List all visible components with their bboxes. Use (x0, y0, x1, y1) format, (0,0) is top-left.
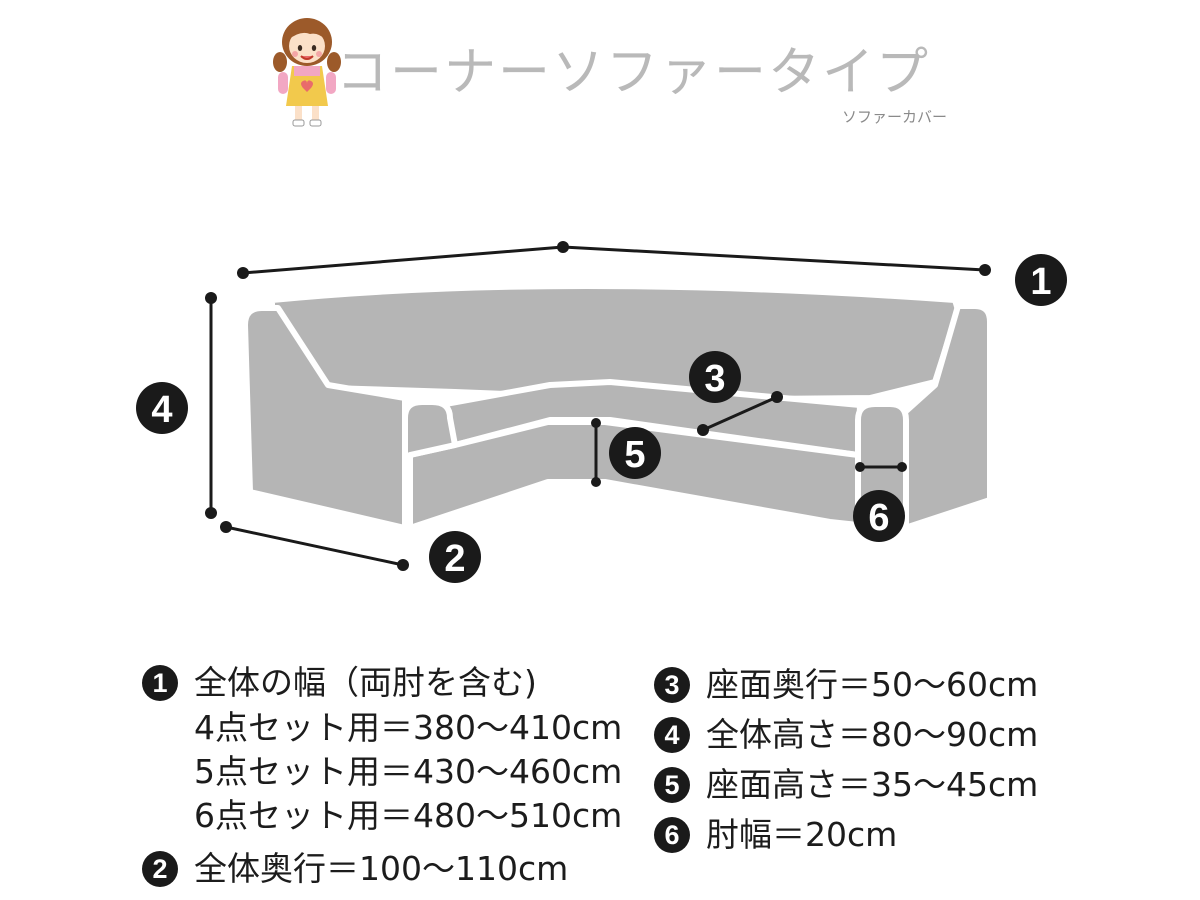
legend-badge-4: 4 (654, 717, 690, 753)
legend-badge-6: 6 (654, 817, 690, 853)
legend-item-1: 1 全体の幅（両肘を含む) (142, 660, 622, 706)
badge-5: 5 (609, 427, 661, 479)
legend-item-5: 5 座面高さ＝35～45cm (654, 760, 1038, 810)
legend-item-3: 3 座面奥行＝50～60cm (654, 660, 1038, 710)
legend-item-6: 6 肘幅＝20cm (654, 810, 1038, 860)
legend-badge-2: 2 (142, 851, 178, 887)
page-subtitle: ソファーカバー (842, 108, 948, 126)
badge-4: 4 (136, 382, 188, 434)
legend-badge-5: 5 (654, 767, 690, 803)
legend-badge-1: 1 (142, 665, 178, 701)
page-title: コーナーソファータイプ (336, 43, 931, 103)
legend-label-4: 全体高さ＝80～90cm (706, 715, 1039, 754)
legend-badge-3: 3 (654, 667, 690, 703)
legend-label-5: 座面高さ＝35～45cm (706, 765, 1039, 804)
legend-label-6: 肘幅＝20cm (706, 815, 898, 854)
dimension-3-line (697, 391, 783, 436)
badge-3: 3 (689, 351, 741, 403)
dimension-2-line (220, 521, 409, 571)
header: コーナーソファータイプ ソファーカバー (270, 8, 990, 138)
dimension-6-line (855, 462, 907, 472)
badge-3-label: 3 (704, 358, 725, 400)
sofa-diagram: 1 4 2 3 (136, 241, 1067, 583)
badge-2: 2 (429, 531, 481, 583)
legend-label-1: 全体の幅（両肘を含む) (194, 663, 537, 702)
badge-4-label: 4 (151, 389, 172, 431)
badge-6-label: 6 (868, 497, 889, 539)
badge-6: 6 (853, 490, 905, 542)
legend-label-2: 全体奥行＝100～110cm (194, 849, 569, 888)
legend-sub-4set: 4点セット用＝380～410cm (194, 708, 623, 747)
legend-sub-5set: 5点セット用＝430～460cm (194, 752, 623, 791)
legend-right: 3 座面奥行＝50～60cm 4 全体高さ＝80～90cm 5 座面高さ＝35～… (654, 660, 1038, 860)
badge-2-label: 2 (444, 538, 465, 580)
dimension-5-line (591, 418, 601, 487)
girl-mascot-icon (273, 18, 341, 127)
legend-item-2: 2 全体奥行＝100～110cm (142, 846, 622, 892)
dimension-4-line (205, 292, 217, 519)
legend-left: 1 全体の幅（両肘を含む) 4点セット用＝380～410cm 5点セット用＝43… (142, 660, 622, 892)
legend-item-4: 4 全体高さ＝80～90cm (654, 710, 1038, 760)
legend-label-3: 座面奥行＝50～60cm (706, 665, 1039, 704)
badge-5-label: 5 (624, 434, 645, 476)
legend-sub-6set: 6点セット用＝480～510cm (194, 796, 623, 835)
sofa-left-arm (402, 399, 458, 531)
dimension-1-line (237, 241, 991, 279)
badge-1: 1 (1015, 254, 1067, 306)
badge-1-label: 1 (1030, 261, 1051, 303)
